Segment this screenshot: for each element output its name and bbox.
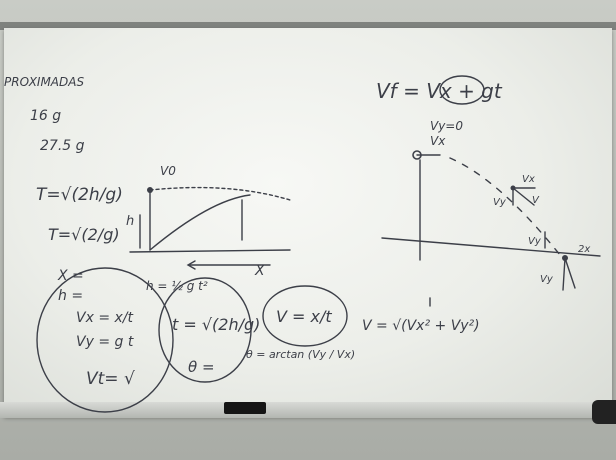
marker-tray: [0, 402, 616, 418]
v-formula: V = x/t: [276, 307, 332, 326]
theta-text: θ =: [188, 358, 215, 376]
vec-vy2: Vy: [528, 236, 542, 247]
vec-vy3: Vy: [540, 274, 554, 285]
circle-gt: [439, 75, 485, 105]
label-x: X: [254, 263, 265, 279]
vy-formula: Vy = g t: [76, 334, 134, 350]
list-x: X =: [57, 268, 84, 284]
vector-diagram: [381, 150, 601, 307]
vec-vx: Vx: [522, 174, 535, 185]
list-h: h =: [58, 288, 83, 304]
vx-formula: Vx = x/t: [76, 310, 133, 326]
header-text: PROXIMADAS: [4, 75, 84, 89]
formula-t2: T=√(2/g): [48, 225, 120, 244]
formula-t1: T=√(2h/g): [36, 185, 123, 205]
value-27g: 27.5 g: [40, 138, 85, 154]
label-v0: V0: [160, 164, 176, 178]
trajectory-diagram: [129, 186, 291, 270]
v-magnitude: V = √(Vx² + Vy²): [362, 318, 480, 334]
vy-zero: Vy=0: [430, 119, 463, 133]
vt-text: Vt= √: [86, 369, 135, 389]
vec-2x: 2x: [578, 244, 590, 255]
circle-middle-group: [158, 277, 252, 383]
marker: [592, 400, 616, 424]
vx-top: Vx: [430, 134, 446, 148]
h-formula: h = ½ g t²: [146, 279, 208, 293]
whiteboard: [4, 28, 612, 416]
circle-v-formula: [262, 285, 348, 347]
vec-vy: Vy: [493, 197, 507, 208]
t-formula: t = √(2h/g): [172, 315, 260, 334]
circle-left-group: [36, 267, 174, 413]
theta-formula: θ = arctan (Vy / Vx): [246, 348, 355, 361]
eraser: [224, 402, 266, 414]
value-16g: 16 g: [30, 108, 61, 124]
vec-v: V: [532, 195, 540, 206]
board-frame-top: [0, 22, 616, 30]
label-h: h: [126, 214, 134, 229]
